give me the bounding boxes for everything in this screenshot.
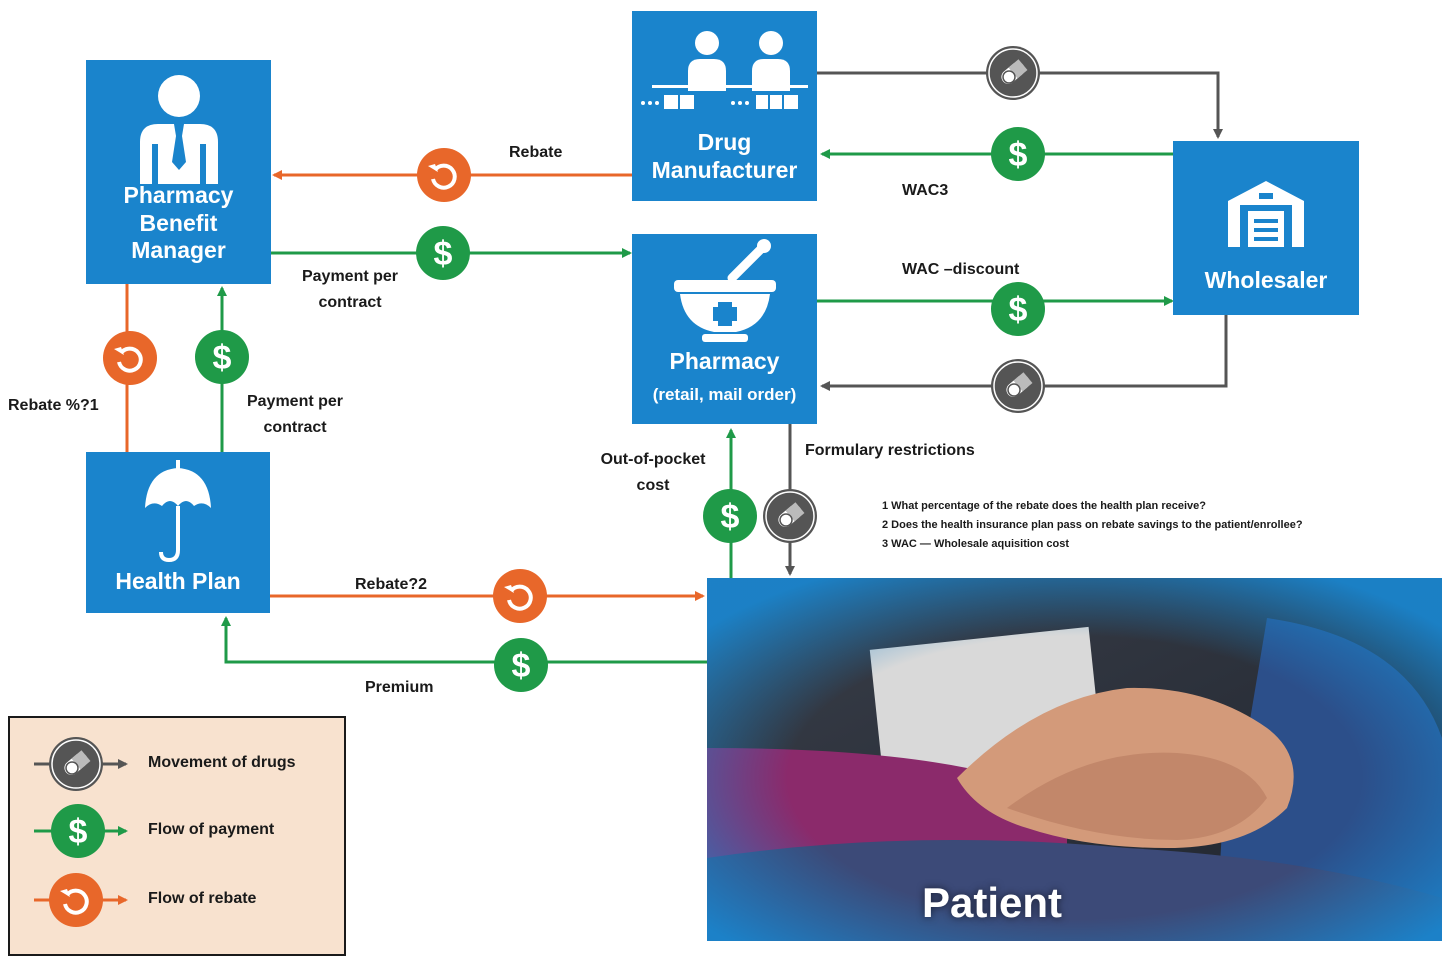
label-payment-per-contract: Payment per contract	[290, 264, 410, 315]
edge-drugs-wholesaler-pharmacy	[820, 315, 1228, 391]
pharmacy-sublabel: (retail, mail order)	[652, 385, 797, 404]
label-out-of-pocket: Out-of-pocket cost	[586, 447, 720, 498]
node-health-plan: Health Plan	[86, 452, 270, 613]
label-line: Out-of-pocket	[600, 451, 706, 468]
workers-icon	[641, 31, 808, 109]
manufacturer-label: Drug Manufacturer	[632, 129, 817, 184]
pill-icon	[762, 488, 818, 544]
rebate-return-icon	[415, 146, 473, 204]
rebate-return-icon	[491, 567, 549, 625]
dollar-icon	[195, 330, 249, 384]
label-payment-per-contract-plan: Payment per contract	[234, 389, 356, 440]
label-wac-discount: WAC –discount	[902, 261, 1020, 278]
legend-payment-label: Flow of payment	[148, 821, 275, 838]
label-line: cost	[636, 476, 670, 494]
footnote-2: 2 Does the health insurance plan pass on…	[882, 519, 1303, 531]
label-formulary-restrictions: Formulary restrictions	[805, 442, 975, 459]
pharmacy-label: Pharmacy	[669, 348, 780, 374]
dollar-icon	[991, 282, 1045, 336]
pill-icon	[48, 736, 104, 792]
dollar-icon	[416, 226, 470, 280]
node-pharmacy: Pharmacy (retail, mail order)	[632, 234, 817, 424]
pbm-label: Pharmacy Benefit Manager	[86, 182, 271, 265]
pill-icon	[990, 358, 1046, 414]
label-line: Payment per	[246, 393, 344, 410]
label-premium: Premium	[365, 679, 434, 696]
person-tie-icon	[140, 75, 218, 184]
node-wholesaler: Wholesaler	[1173, 141, 1359, 315]
label-wac3: WAC3	[902, 182, 949, 199]
label-line: Payment per	[301, 268, 399, 285]
pbm-label-line: Pharmacy	[123, 182, 234, 208]
edge-premium	[221, 616, 707, 664]
patient-label: Patient	[921, 879, 1062, 926]
mortar-pestle-icon	[674, 239, 776, 342]
patient-photo	[707, 578, 1442, 941]
edge-drugs-mfr-wholesaler	[817, 71, 1223, 139]
health-plan-label: Health Plan	[115, 568, 241, 594]
wholesaler-label: Wholesaler	[1204, 267, 1328, 293]
node-pbm: Pharmacy Benefit Manager	[86, 60, 271, 284]
label-line: contract	[263, 418, 327, 436]
legend-rebate-label: Flow of rebate	[148, 890, 257, 907]
dollar-icon	[991, 127, 1045, 181]
rebate-return-icon	[47, 871, 105, 929]
dollar-icon	[51, 804, 105, 858]
legend-icons	[34, 736, 128, 929]
umbrella-icon	[145, 460, 211, 563]
dollar-icon	[494, 638, 548, 692]
label-rebate-percent: Rebate %?1	[8, 397, 99, 414]
manufacturer-label-line: Manufacturer	[651, 156, 798, 183]
label-rebate-2: Rebate?2	[355, 576, 428, 593]
legend: Movement of drugs Flow of payment Flow o…	[8, 716, 346, 956]
warehouse-icon	[1228, 181, 1304, 247]
pbm-label-line: Manager	[131, 237, 226, 264]
legend-drugs-label: Movement of drugs	[148, 754, 296, 771]
rebate-return-icon	[101, 329, 159, 387]
node-drug-manufacturer: Drug Manufacturer	[632, 11, 817, 201]
manufacturer-label-line: Drug	[697, 129, 752, 155]
pill-icon	[985, 45, 1041, 101]
label-rebate: Rebate	[509, 144, 563, 161]
node-patient: Patient	[707, 578, 1442, 941]
pbm-label-line: Benefit	[139, 209, 218, 236]
label-line: contract	[318, 293, 382, 311]
footnote-1: 1 What percentage of the rebate does the…	[882, 500, 1206, 512]
footnote-3: 3 WAC — Wholesale aquisition cost	[882, 538, 1070, 550]
